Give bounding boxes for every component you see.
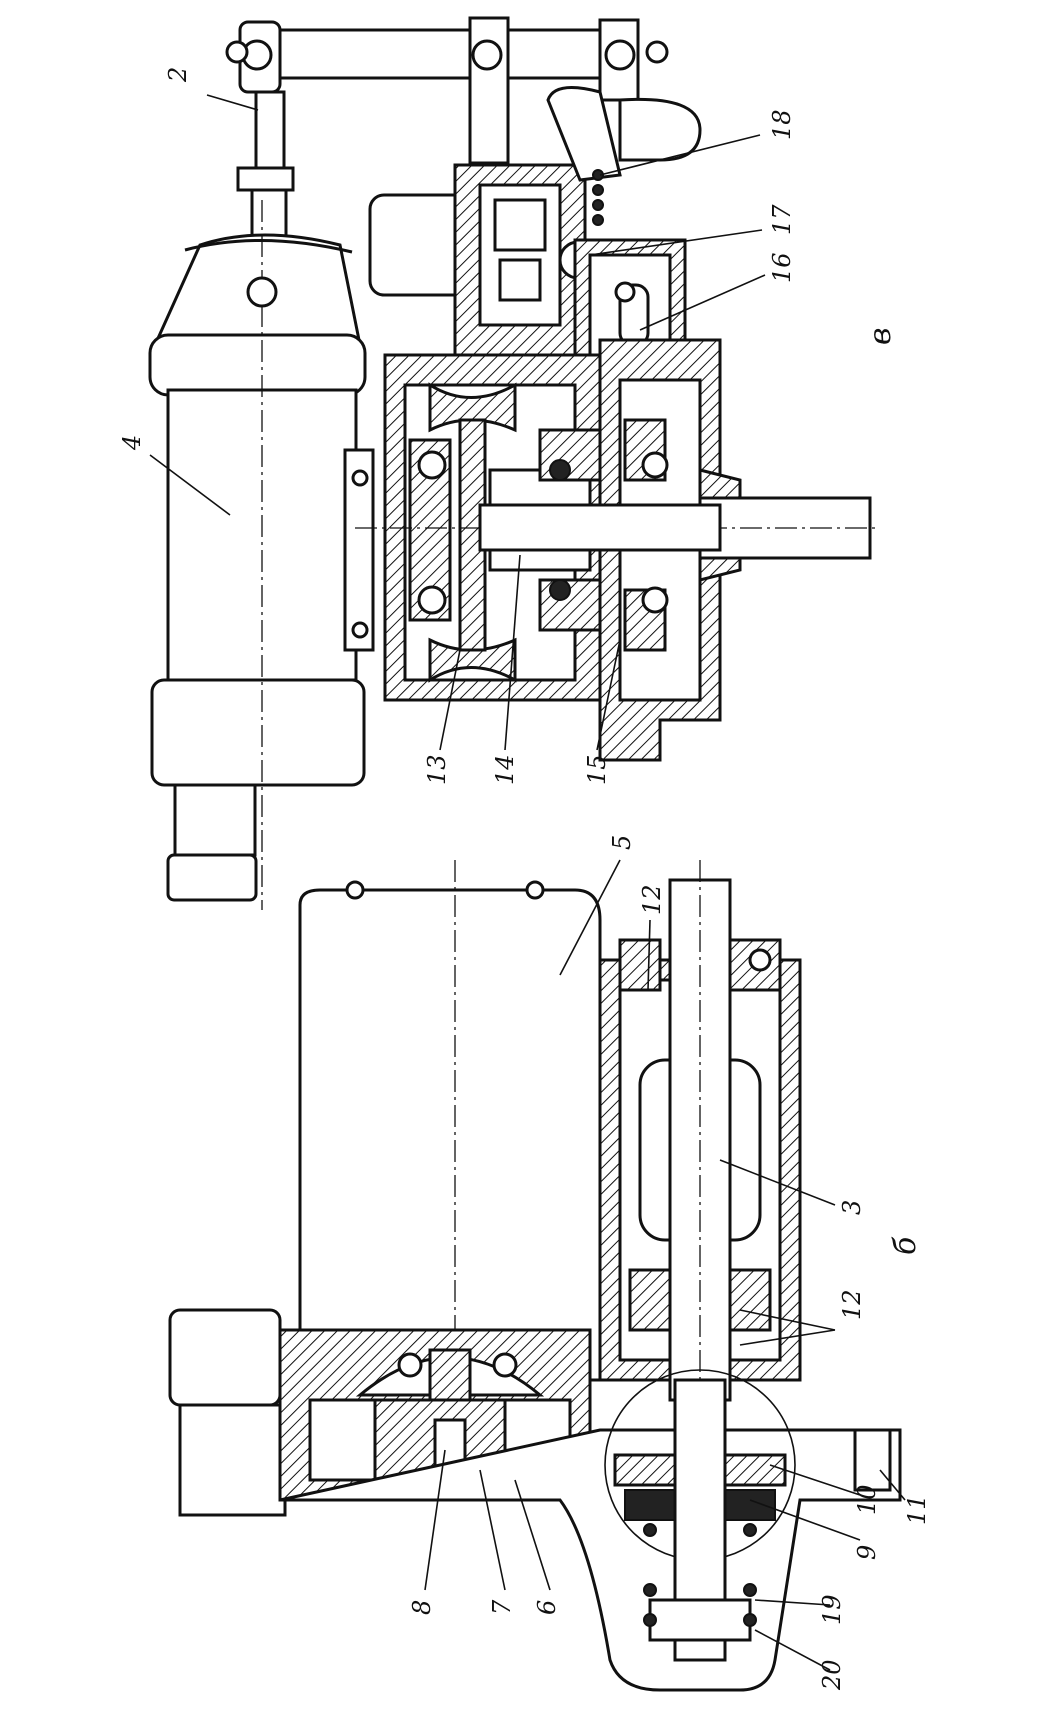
label-8: 8 bbox=[408, 1600, 436, 1615]
label-4: 4 bbox=[118, 435, 146, 451]
actuator-rod bbox=[236, 90, 295, 250]
switch-housing bbox=[368, 86, 622, 367]
label-3: 3 bbox=[838, 1200, 866, 1215]
label-12-top: 12 bbox=[638, 884, 666, 915]
label-19: 19 bbox=[818, 1594, 846, 1625]
view-label-v: в bbox=[863, 328, 898, 345]
label-13: 13 bbox=[423, 754, 451, 785]
label-11: 11 bbox=[903, 1494, 931, 1525]
label-9: 9 bbox=[853, 1545, 881, 1560]
view-b-drawing: 5 12 3 б 12 8 7 6 9 10 11 19 20 bbox=[168, 835, 931, 1692]
clutch-cup bbox=[279, 1369, 902, 1692]
power-cylinder bbox=[148, 200, 367, 910]
electric-motor bbox=[298, 860, 602, 1420]
gearbox-housing bbox=[355, 338, 880, 762]
mounting-bracket bbox=[343, 448, 375, 652]
label-18: 18 bbox=[768, 109, 796, 140]
label-12-bottom: 12 bbox=[838, 1289, 866, 1320]
linkage-rod bbox=[225, 16, 669, 165]
label-2: 2 bbox=[164, 67, 192, 83]
label-7: 7 bbox=[488, 1599, 516, 1615]
label-5: 5 bbox=[608, 835, 636, 850]
label-15: 15 bbox=[583, 754, 611, 785]
view-label-b: б bbox=[888, 1236, 923, 1255]
label-14: 14 bbox=[491, 754, 519, 785]
label-16: 16 bbox=[768, 252, 796, 283]
label-17: 17 bbox=[768, 204, 796, 235]
label-6: 6 bbox=[533, 1600, 561, 1615]
view-v-drawing: 2 4 18 17 16 в 13 14 15 bbox=[118, 16, 898, 910]
label-20: 20 bbox=[818, 1659, 846, 1691]
label-10: 10 bbox=[853, 1484, 881, 1515]
reducer-housing bbox=[598, 860, 802, 1560]
